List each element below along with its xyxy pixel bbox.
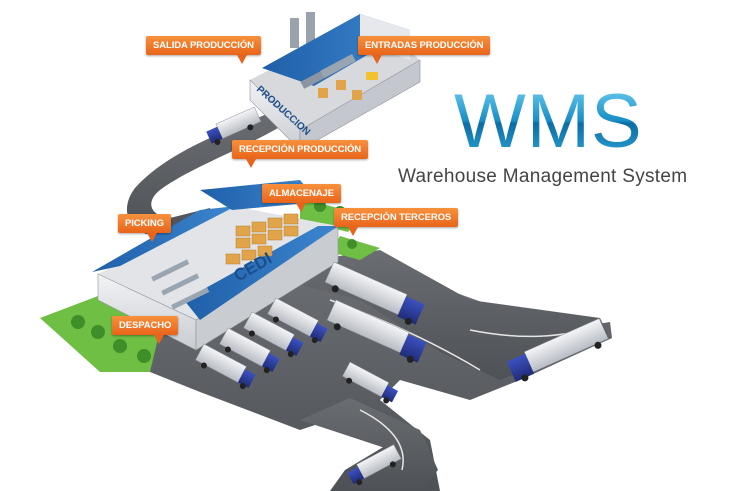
cedi-building: CEDI	[92, 180, 339, 351]
callout-recepcion-produccion: RECEPCIÓN PRODUCCIÓN	[232, 140, 369, 168]
callout-entradas-produccion: ENTRADAS PRODUCCIÓN	[358, 36, 491, 64]
cedi-roof-left	[92, 206, 236, 272]
trees	[71, 200, 357, 363]
callout-despacho: DESPACHO	[112, 316, 179, 344]
yard-truck-2	[347, 444, 402, 486]
yard-truck-1	[342, 361, 399, 404]
wms-title: WMS	[454, 79, 643, 164]
callout-recepcion-terceros: RECEPCIÓN TERCEROS	[334, 208, 459, 236]
dock-truck-4	[267, 297, 328, 344]
cedi-roof-front	[184, 226, 338, 320]
truck-production	[206, 106, 262, 145]
dock-truck-3	[243, 311, 304, 358]
semi-truck-1	[324, 261, 425, 325]
callout-picking: PICKING	[118, 214, 171, 242]
storage-racks	[225, 213, 299, 265]
callout-almacenaje: ALMACENAJE	[262, 184, 341, 212]
road-bottom-exit	[300, 398, 438, 491]
chimney-1	[290, 18, 299, 48]
chimney-2	[306, 12, 315, 44]
semi-truck-2	[326, 299, 427, 363]
semi-truck-3	[506, 318, 609, 382]
trucks	[195, 106, 609, 486]
dock-truck-2	[219, 327, 280, 374]
production-machinery	[300, 54, 378, 100]
picking-shelves	[151, 259, 210, 310]
callout-salida-produccion: SALIDA PRODUCCIÓN	[146, 36, 261, 64]
dock-truck-1	[195, 343, 256, 390]
wms-subtitle: Warehouse Management System	[398, 166, 688, 187]
